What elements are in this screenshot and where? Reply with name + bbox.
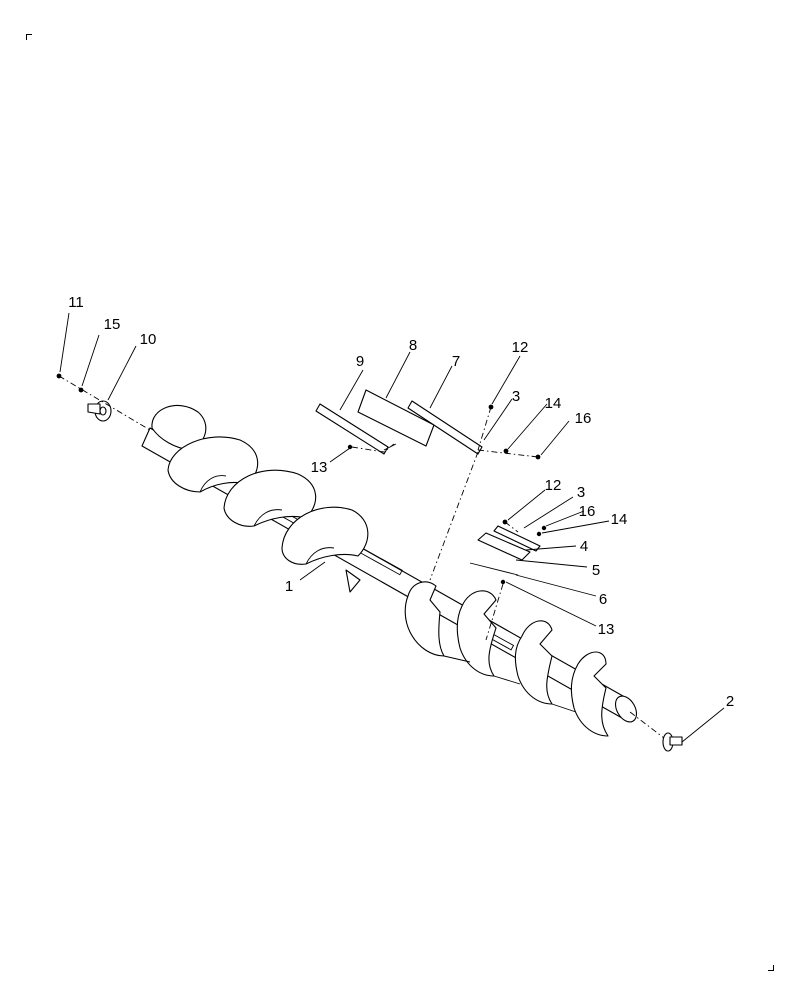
callout-13-lower: 13: [598, 621, 615, 638]
callout-16-lower: 16: [579, 503, 596, 520]
leader-lines: [59, 312, 725, 743]
auger-flighting-left: [151, 404, 369, 593]
callout-6: 6: [599, 591, 607, 608]
flange-bearing-10: [87, 400, 112, 422]
plate-assembly-lower: [469, 525, 541, 576]
plate-assembly-upper: [315, 389, 483, 455]
alignment-centerlines: [58, 375, 665, 739]
callout-5: 5: [592, 562, 600, 579]
callout-12-upper: 12: [512, 339, 529, 356]
callout-13-upper: 13: [311, 459, 328, 476]
callout-7: 7: [452, 353, 460, 370]
callout-14-upper: 14: [545, 395, 562, 412]
callout-3-upper: 3: [512, 388, 520, 405]
callout-10: 10: [140, 331, 157, 348]
stub-shaft-2: [662, 732, 683, 752]
crop-mark-top-left: [26, 34, 32, 40]
callout-1: 1: [285, 578, 293, 595]
callouts: 11 15 10 9 8 7 12 3 14 16 13 12 3 16 14 …: [68, 294, 734, 710]
callout-16-upper: 16: [575, 410, 592, 427]
callout-8: 8: [409, 337, 417, 354]
callout-3-lower: 3: [577, 484, 585, 501]
callout-12-lower: 12: [545, 477, 562, 494]
auger-flighting-right: [404, 581, 609, 737]
callout-9: 9: [356, 353, 364, 370]
callout-2: 2: [726, 693, 734, 710]
callout-4: 4: [580, 538, 588, 555]
callout-14-lower: 14: [611, 511, 628, 528]
callout-15: 15: [104, 316, 121, 333]
callout-11: 11: [68, 294, 84, 311]
crop-mark-bottom-right: [768, 965, 774, 971]
